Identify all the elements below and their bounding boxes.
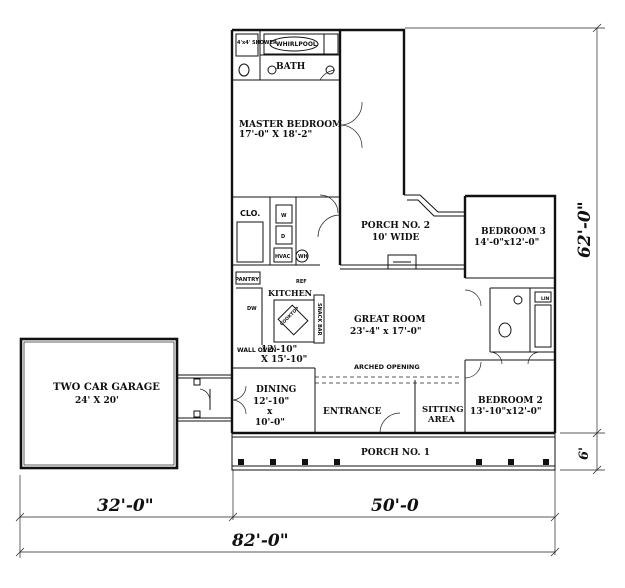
sitting-label: SITTING bbox=[422, 405, 463, 415]
washer-label: W bbox=[281, 213, 287, 219]
bedroom2-label: BEDROOM 2 bbox=[478, 396, 543, 406]
linen-label: LIN bbox=[541, 296, 550, 302]
arched-opening-label: ARCHED OPENING bbox=[354, 363, 420, 371]
garage-label: TWO CAR GARAGE bbox=[53, 382, 160, 393]
bedroom3-size: 14'-0"x12'-0" bbox=[474, 238, 539, 248]
porch-depth-dim: 6' bbox=[577, 447, 592, 460]
entrance-label: ENTRANCE bbox=[323, 407, 382, 417]
room-labels: 4'x4' SHOWER WHIRLPOOL BATH MASTER BEDRO… bbox=[53, 40, 550, 458]
fixtures bbox=[235, 33, 552, 348]
dining-label: DINING bbox=[256, 385, 296, 395]
dimension-labels: 32'-0" 50'-0 82'-0" 62'-0" 6' bbox=[97, 201, 595, 551]
hvac-label: HVAC bbox=[275, 254, 291, 260]
garage bbox=[19, 337, 232, 470]
porch1-label: PORCH NO. 1 bbox=[361, 448, 430, 458]
wall-oven-label: WALL OVEN bbox=[237, 347, 276, 354]
master-bedroom-label: MASTER BEDROOM bbox=[239, 120, 342, 130]
kitchen-label: KITCHEN bbox=[268, 288, 312, 298]
house-width-dim: 50'-0 bbox=[371, 496, 419, 516]
bedroom2-size: 13'-10"x12'-0" bbox=[470, 407, 542, 417]
whirlpool-label: WHIRLPOOL bbox=[276, 41, 317, 48]
garage-size: 24' X 20' bbox=[75, 396, 119, 406]
closet-label: CLO. bbox=[240, 209, 260, 218]
porch-no-1 bbox=[231, 432, 556, 471]
house-walls bbox=[230, 28, 557, 435]
sitting-area-label: AREA bbox=[427, 415, 455, 425]
wh-label: WH bbox=[298, 254, 308, 260]
total-width-dim: 82'-0" bbox=[231, 531, 289, 551]
great-room-size: 23'-4" x 17'-0" bbox=[350, 327, 422, 337]
master-bedroom-size: 17'-0" X 18'-2" bbox=[239, 130, 312, 140]
porch2-width: 10' WIDE bbox=[372, 233, 420, 243]
cooktop-label: COOKTOP bbox=[279, 305, 301, 327]
kitchen-size-b: X 15'-10" bbox=[261, 355, 307, 365]
depth-dim: 62'-0" bbox=[575, 201, 595, 258]
shower-label: 4'x4' SHOWER bbox=[237, 40, 277, 46]
dining-size-b: 10'-0" bbox=[255, 418, 285, 428]
kitchen-size-a: 12'-10" bbox=[261, 345, 297, 355]
bath-label: BATH bbox=[276, 62, 306, 72]
garage-width-dim: 32'-0" bbox=[97, 496, 154, 516]
dimension-lines bbox=[15, 23, 605, 558]
dw-label: DW bbox=[247, 306, 257, 312]
dining-size-x: x bbox=[267, 407, 273, 417]
ref-label: REF bbox=[296, 279, 307, 285]
porch2-label: PORCH NO. 2 bbox=[361, 221, 430, 231]
snack-bar-label: SNACK BAR bbox=[316, 303, 322, 336]
dining-size-a: 12'-10" bbox=[253, 397, 289, 407]
doors bbox=[231, 69, 541, 434]
pantry-label: PANTRY bbox=[235, 277, 260, 283]
dryer-label: D bbox=[281, 234, 285, 240]
great-room-label: GREAT ROOM bbox=[354, 315, 426, 325]
bedroom3-label: BEDROOM 3 bbox=[481, 227, 546, 237]
